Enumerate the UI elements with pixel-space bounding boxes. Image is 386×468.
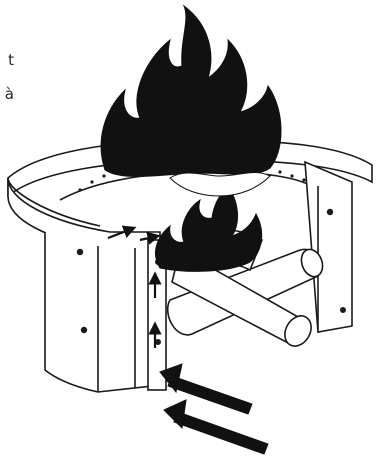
illustration <box>0 0 386 468</box>
fire-pit-diagram: t à <box>0 0 386 468</box>
